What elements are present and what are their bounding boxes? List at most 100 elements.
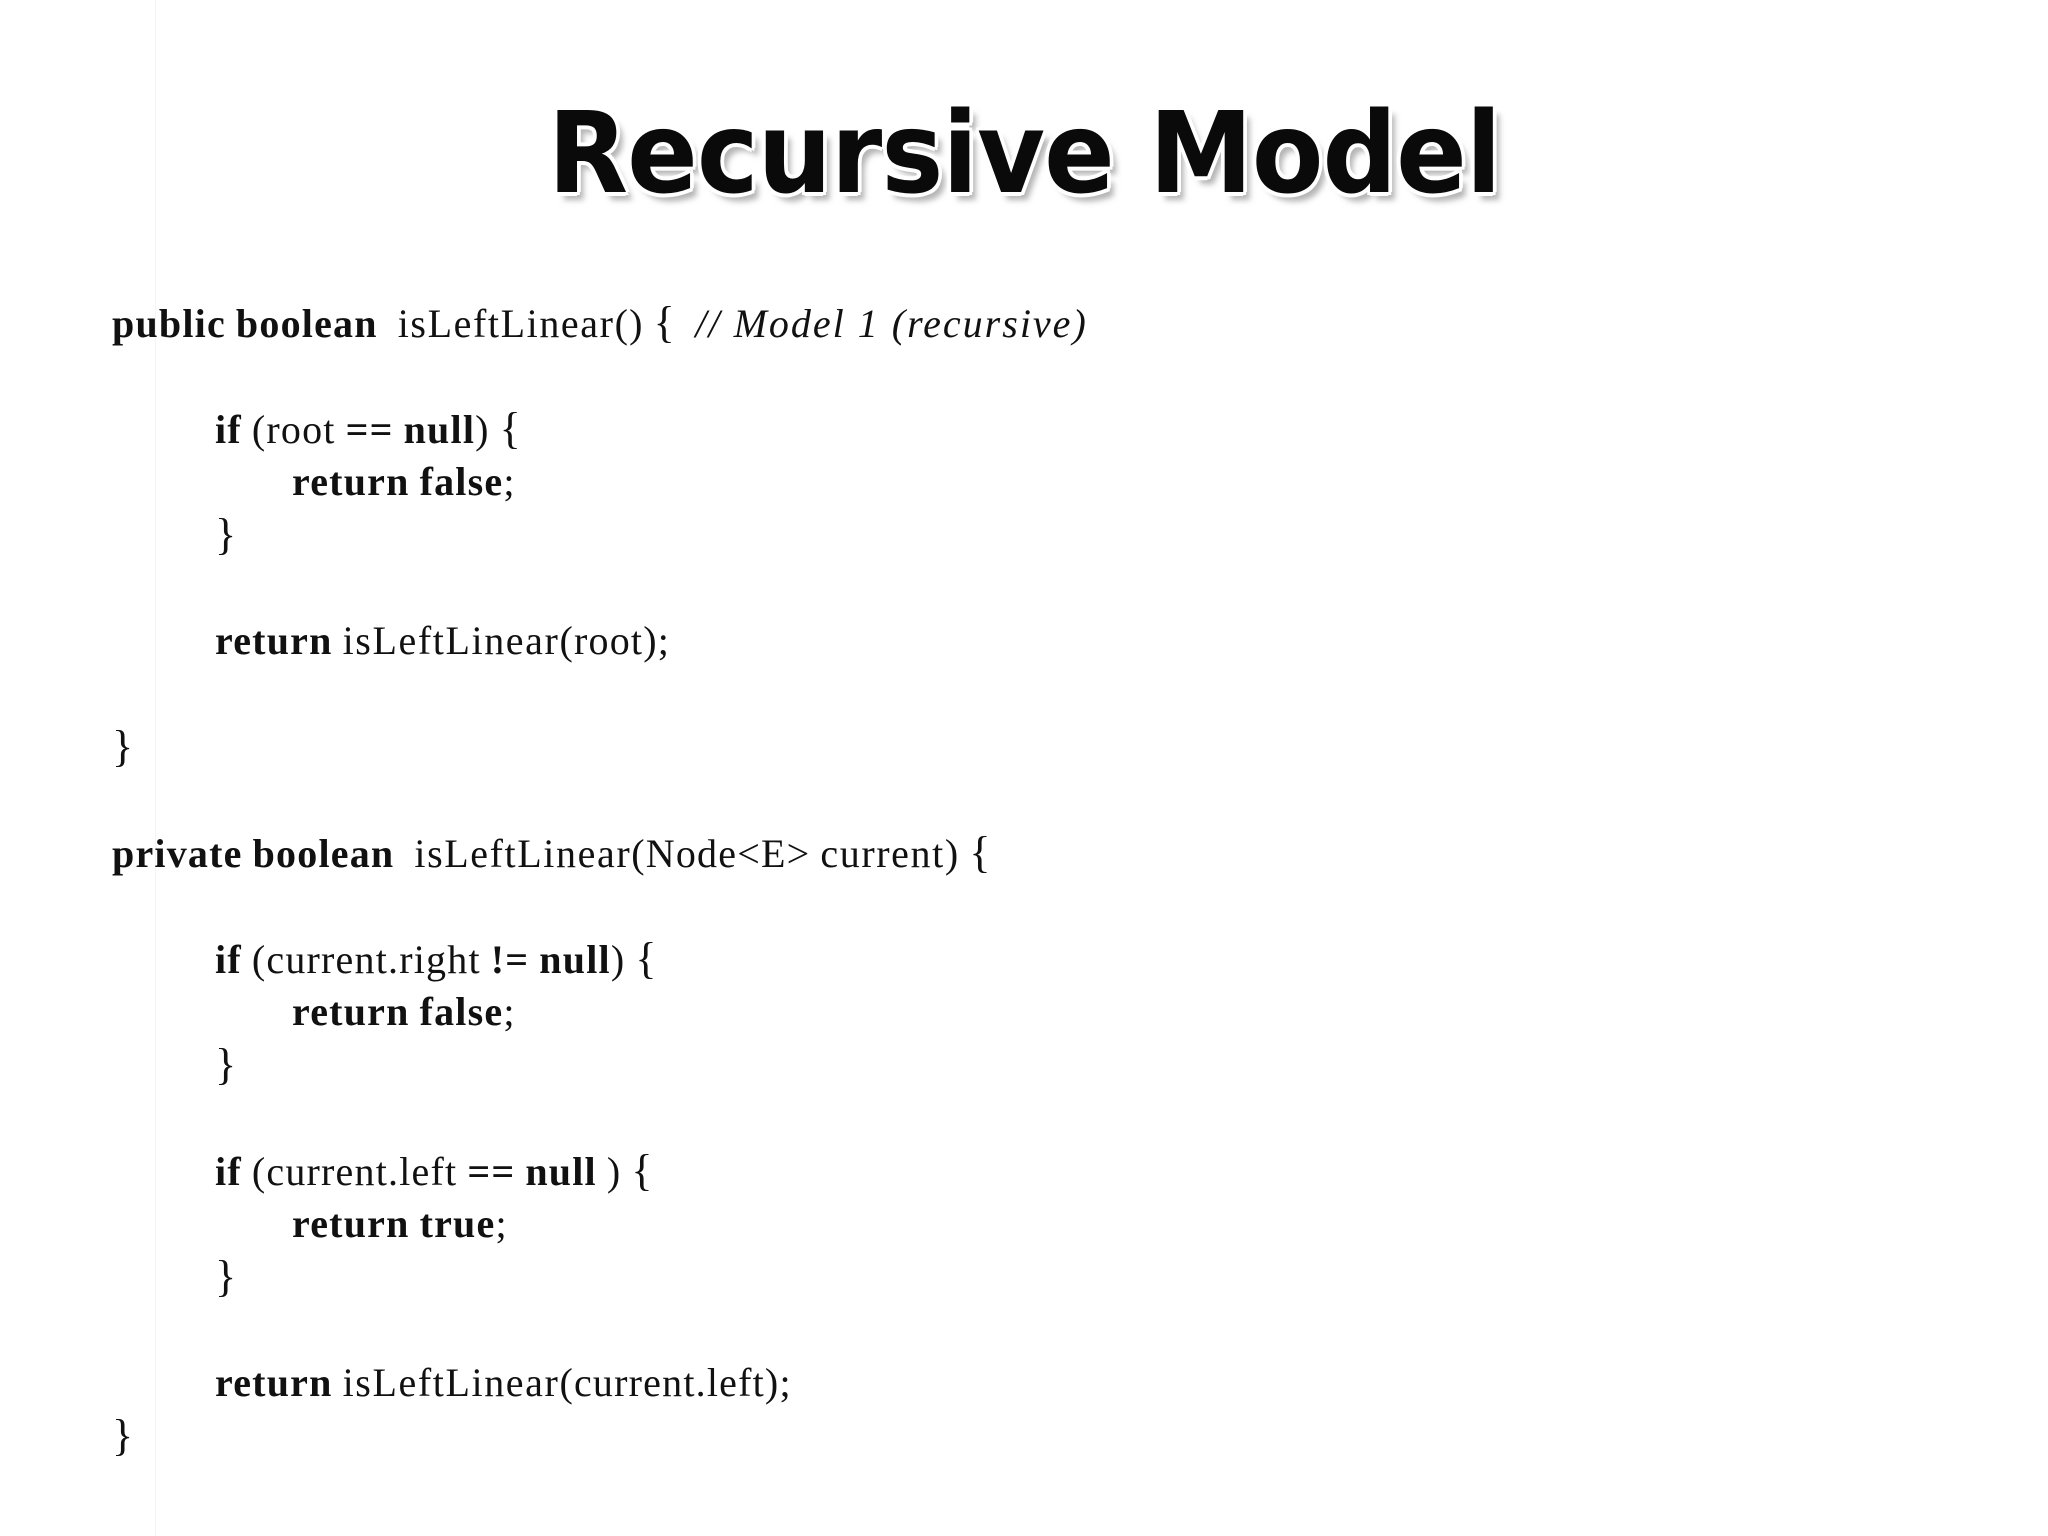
code-token-op: != [490,937,530,982]
code-token-sp [529,937,539,982]
code-token-kw: private [112,831,243,876]
code-token-sp [410,989,420,1034]
code-token-brace: { [969,828,992,877]
code-blank-line [112,773,1932,826]
code-token-sp [394,831,414,876]
code-token-kw: false [419,459,504,504]
code-token-pun: (root); [559,618,671,663]
code-blank-line [112,349,1932,402]
code-token-sp [490,407,500,452]
code-token-kw: return [292,1201,410,1246]
code-line: } [112,1250,1932,1303]
code-token-sp [810,831,820,876]
code-token-pun: ; [503,459,516,504]
code-token-sp [515,1149,525,1194]
code-token-kw: return [292,989,410,1034]
code-token-kw: boolean [252,831,395,876]
code-token-id: isLeftLinear [414,831,632,876]
code-token-sp [625,937,635,982]
code-token-id: isLeftLinear [342,1360,560,1405]
code-token-sp [242,407,252,452]
code-token-kw: public [112,301,226,346]
code-token-sp [333,1360,343,1405]
code-token-pun: (root [251,407,336,452]
code-token-sp [242,1149,252,1194]
code-line: if (current.right != null) { [112,932,1932,985]
code-token-brace: { [653,298,676,347]
code-token-pun: ) [610,937,626,982]
code-token-sp [410,459,420,504]
code-token-id: isLeftLinear [342,618,560,663]
code-line: return false; [112,985,1932,1038]
code-line: private boolean isLeftLinear(Node<E> cur… [112,826,1932,879]
code-token-sp [644,301,654,346]
code-token-pun: ) [606,1149,622,1194]
code-token-kw: if [215,407,242,452]
code-line: if (current.left == null ) { [112,1144,1932,1197]
code-token-brace: { [499,404,522,453]
code-token-op: == [345,407,394,452]
code-token-kw: if [215,1149,242,1194]
code-token-sp [410,1201,420,1246]
code-line: return true; [112,1197,1932,1250]
code-blank-line [112,1091,1932,1144]
code-token-pun: () [614,301,644,346]
code-token-pun: ; [503,989,516,1034]
code-line: } [112,508,1932,561]
code-token-sp [333,618,343,663]
code-token-pun: (Node<E> [631,831,811,876]
code-token-brace: } [112,722,134,771]
code-line: return isLeftLinear(root); [112,614,1932,667]
code-line: } [112,1038,1932,1091]
code-token-kw: return [215,1360,333,1405]
code-token-kw: return [215,618,333,663]
code-token-brace: { [631,1146,654,1195]
page-seam-divider [155,0,156,1536]
code-line: return isLeftLinear(current.left); [112,1356,1932,1409]
code-line: } [112,1409,1932,1462]
code-line: if (root == null) { [112,402,1932,455]
code-token-sp [336,407,346,452]
code-token-sp [597,1149,607,1194]
code-token-sp [243,831,253,876]
code-blank-line [112,1303,1932,1356]
code-token-sp [226,301,236,346]
code-blank-line [112,667,1932,720]
code-token-op: == [467,1149,516,1194]
code-blank-line [112,561,1932,614]
code-token-kw: if [215,937,242,982]
code-token-id: current [820,831,945,876]
code-token-sp [621,1149,631,1194]
code-token-pun: (current.left [251,1149,458,1194]
code-line: public boolean isLeftLinear() { // Model… [112,296,1932,349]
code-token-sp [242,937,252,982]
code-token-kw: null [539,937,611,982]
code-token-kw: return [292,459,410,504]
code-token-kw: null [525,1149,597,1194]
code-token-kw: false [419,989,504,1034]
code-token-cmt: // Model 1 (recursive) [695,301,1088,346]
code-token-sp [378,301,398,346]
page-title: Recursive Model [547,89,1502,219]
code-token-kw: true [419,1201,496,1246]
code-token-pun: ) [944,831,960,876]
code-token-sp [457,1149,467,1194]
code-blank-line [112,879,1932,932]
code-token-pun: (current.right [251,937,481,982]
code-token-sp [959,831,969,876]
code-token-brace: { [635,934,658,983]
code-token-pun: ; [495,1201,508,1246]
code-token-brace: } [215,1040,237,1089]
slide-title-container: Recursive Model [0,89,2048,219]
code-token-sp [394,407,404,452]
code-token-brace: } [112,1411,134,1460]
code-token-sp [481,937,491,982]
code-token-pun: (current.left); [559,1360,792,1405]
code-token-brace: } [215,1252,237,1301]
code-token-id: isLeftLinear [397,301,615,346]
code-token-sp [675,301,695,346]
code-token-kw: null [403,407,476,452]
code-token-brace: } [215,510,237,559]
code-listing: public boolean isLeftLinear() { // Model… [112,296,1932,1462]
